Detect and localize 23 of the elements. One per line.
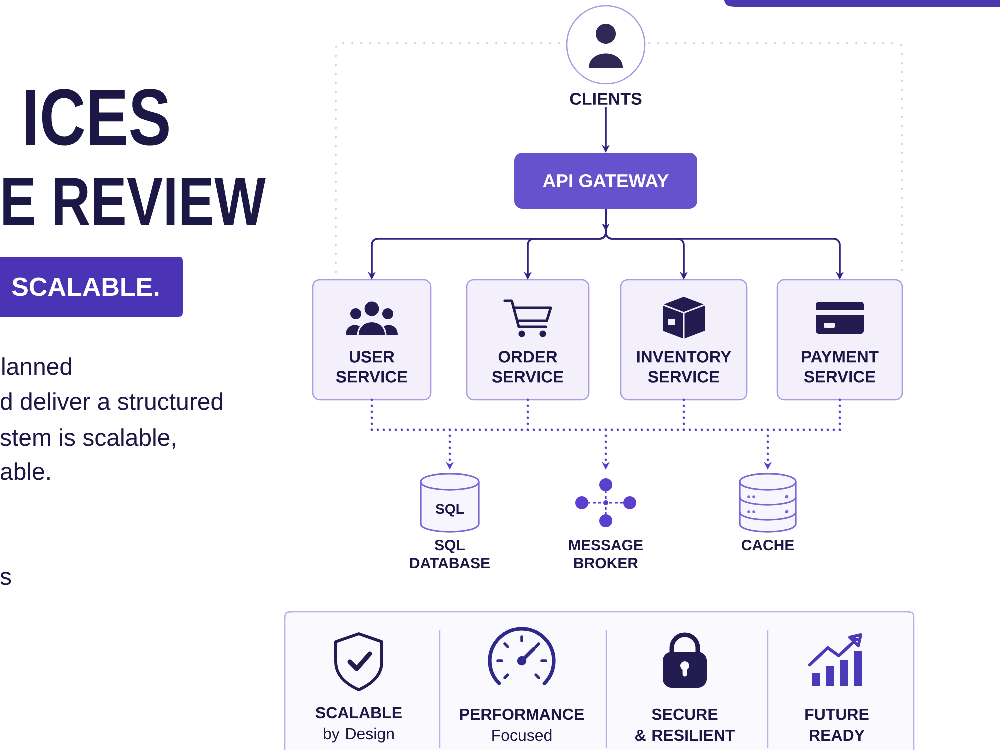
service-box: ORDER SERVICE	[466, 279, 590, 401]
body-text: d deliver a structured	[1, 392, 223, 410]
heading: E REVIEW	[4, 178, 266, 225]
gateway-box: API GATEWAY	[514, 153, 698, 209]
banner: SCALABLE.	[0, 257, 183, 317]
feature-label: FUTURE READY	[806, 709, 869, 742]
feature-label: SCALABLE by Design	[316, 707, 402, 743]
feature-label: SECURE & RESILIENT	[636, 708, 736, 742]
service-box: USER SERVICE	[312, 279, 432, 401]
feature-label: PERFORMANCE Focused	[460, 708, 584, 742]
service-box: INVENTORY SERVICE	[620, 279, 748, 401]
node-label: SQL DATABASE	[410, 540, 490, 569]
database-cylinder: SQL	[420, 473, 480, 533]
node-label: MESSAGE BROKER	[570, 540, 643, 569]
heading: ICES	[26, 89, 169, 146]
node-label: CLIENTS	[570, 92, 642, 106]
body-text: lanned	[2, 358, 72, 376]
body-text: stem is scalable,	[0, 428, 176, 450]
connector-line	[370, 428, 842, 432]
service-box: PAYMENT SERVICE	[776, 279, 904, 401]
body-text: able.	[1, 462, 50, 480]
node-label: CACHE	[742, 540, 794, 551]
body-text: s	[0, 572, 12, 586]
